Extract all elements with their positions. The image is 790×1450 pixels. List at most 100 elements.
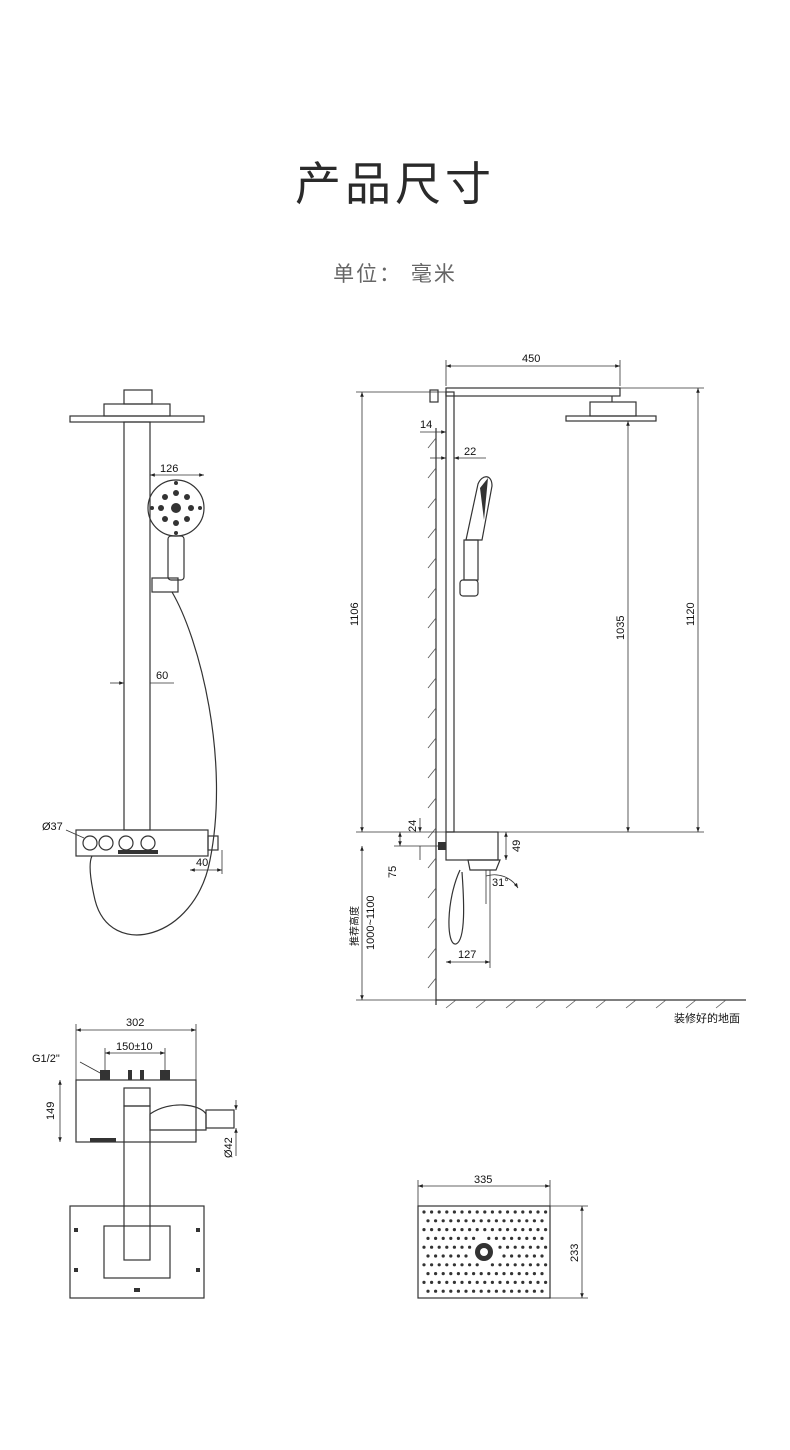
nozzle-dot bbox=[513, 1228, 517, 1232]
nozzle-dot bbox=[452, 1263, 456, 1267]
nozzle-dot bbox=[437, 1228, 441, 1232]
nozzle-dot bbox=[506, 1210, 510, 1214]
side-head-body bbox=[589, 401, 637, 417]
nozzle-dot bbox=[490, 1280, 494, 1284]
dim-top-diameter: Ø42 bbox=[223, 1137, 235, 1158]
nozzle-dot bbox=[513, 1280, 517, 1284]
nozzle-dot bbox=[490, 1228, 494, 1232]
nozzle-dot bbox=[540, 1219, 544, 1223]
nozzle-dot bbox=[544, 1263, 548, 1267]
nozzle-dot bbox=[540, 1236, 544, 1240]
nozzle-dot bbox=[502, 1236, 506, 1240]
nozzle-dot bbox=[445, 1280, 449, 1284]
nozzle-dot bbox=[449, 1254, 453, 1258]
nozzle-dot bbox=[525, 1219, 529, 1223]
nozzle-dot bbox=[513, 1245, 517, 1249]
front-knob-2 bbox=[98, 835, 114, 851]
front-view: 126 60 Ø37 40 bbox=[42, 389, 223, 936]
nozzle-dot bbox=[506, 1245, 510, 1249]
nozzle-dot bbox=[426, 1236, 430, 1240]
head-plate bbox=[417, 1205, 551, 1299]
nozzle-dot bbox=[498, 1263, 502, 1267]
top-pipe-base bbox=[123, 1087, 151, 1107]
nozzle-dot bbox=[441, 1254, 445, 1258]
nozzle-dot bbox=[434, 1254, 438, 1258]
nozzle-dot bbox=[456, 1272, 460, 1276]
nozzle-dot bbox=[532, 1289, 537, 1293]
nozzle-dot bbox=[517, 1272, 521, 1276]
nozzle-dot bbox=[517, 1254, 521, 1258]
nozzle-dot bbox=[510, 1289, 514, 1293]
nozzle-dot bbox=[483, 1280, 487, 1284]
top-outlet bbox=[205, 1109, 235, 1129]
dim-arm-length: 450 bbox=[522, 353, 540, 365]
nozzle-dot bbox=[483, 1210, 487, 1214]
nozzle-dot bbox=[525, 1272, 529, 1276]
nozzle-dot bbox=[430, 1228, 434, 1232]
nozzle-dot bbox=[525, 1254, 529, 1258]
side-inlet bbox=[438, 842, 446, 850]
nozzle-dot bbox=[430, 1280, 434, 1284]
head-center-inner bbox=[480, 1248, 488, 1256]
side-head-plate bbox=[565, 415, 657, 422]
nozzle-dot bbox=[506, 1263, 510, 1267]
nozzle-dot bbox=[521, 1245, 525, 1249]
recommended-height-label: 推荐高度 bbox=[348, 906, 361, 946]
nozzle-dot bbox=[525, 1289, 529, 1293]
dim-mixer-top: 24 bbox=[407, 820, 419, 832]
nozzle-dot bbox=[445, 1228, 449, 1232]
dim-handshower-width: 126 bbox=[160, 463, 178, 475]
nozzle-dot bbox=[544, 1228, 548, 1232]
nozzle-dot bbox=[460, 1228, 464, 1232]
nozzle-dot bbox=[510, 1219, 514, 1223]
nozzle-dot bbox=[422, 1210, 426, 1214]
nozzle-dot bbox=[456, 1289, 460, 1293]
nozzle-dot bbox=[430, 1245, 434, 1249]
nozzle-dot bbox=[456, 1219, 460, 1223]
top-shelf bbox=[149, 1104, 207, 1131]
nozzle-dot bbox=[452, 1280, 456, 1284]
nozzle-dot bbox=[449, 1289, 453, 1293]
nozzle-dot bbox=[460, 1245, 464, 1249]
nozzle-dot bbox=[452, 1210, 456, 1214]
dim-pipe: 22 bbox=[464, 446, 476, 458]
nozzle-dot bbox=[510, 1254, 514, 1258]
nozzle-dot bbox=[487, 1272, 491, 1276]
nozzle-dot bbox=[502, 1289, 506, 1293]
nozzle-dot bbox=[456, 1236, 460, 1240]
dim-total-height: 1106 bbox=[349, 602, 361, 626]
dim-knob: Ø37 bbox=[42, 821, 63, 833]
nozzle-dot bbox=[475, 1263, 479, 1267]
nozzle-dot bbox=[528, 1245, 533, 1249]
nozzle-dot bbox=[430, 1263, 434, 1267]
top-pipe bbox=[123, 1105, 151, 1261]
nozzle-dot bbox=[498, 1245, 502, 1249]
nozzle-dot bbox=[468, 1228, 472, 1232]
nozzle-dot bbox=[521, 1280, 525, 1284]
nozzle-dot bbox=[422, 1245, 426, 1249]
nozzle-dot bbox=[460, 1280, 464, 1284]
nozzle-dot bbox=[464, 1236, 468, 1240]
front-knob-4 bbox=[140, 835, 156, 851]
nozzle-dot bbox=[452, 1228, 456, 1232]
nozzle-dot bbox=[445, 1210, 449, 1214]
side-hose bbox=[448, 869, 465, 945]
nozzle-dot bbox=[437, 1280, 441, 1284]
side-handle bbox=[463, 539, 479, 581]
nozzle-dot bbox=[445, 1245, 449, 1249]
nozzle-dot bbox=[430, 1210, 434, 1214]
unit-label: 单位： 毫米 bbox=[333, 262, 457, 286]
nozzle-dot bbox=[506, 1228, 510, 1232]
nozzle-dot bbox=[506, 1280, 510, 1284]
nozzle-dot bbox=[487, 1236, 491, 1240]
top-wall-plate bbox=[69, 1205, 205, 1299]
nozzle-dot bbox=[540, 1254, 544, 1258]
nozzle-dot bbox=[464, 1289, 468, 1293]
dim-pipe-offset: 60 bbox=[156, 670, 168, 682]
nozzle-dot bbox=[494, 1289, 498, 1293]
wall-hatch bbox=[427, 437, 437, 989]
nozzle-dot bbox=[449, 1272, 453, 1276]
nozzle-dot bbox=[426, 1254, 430, 1258]
nozzle-dot bbox=[517, 1289, 521, 1293]
nozzle-dot bbox=[422, 1263, 426, 1267]
